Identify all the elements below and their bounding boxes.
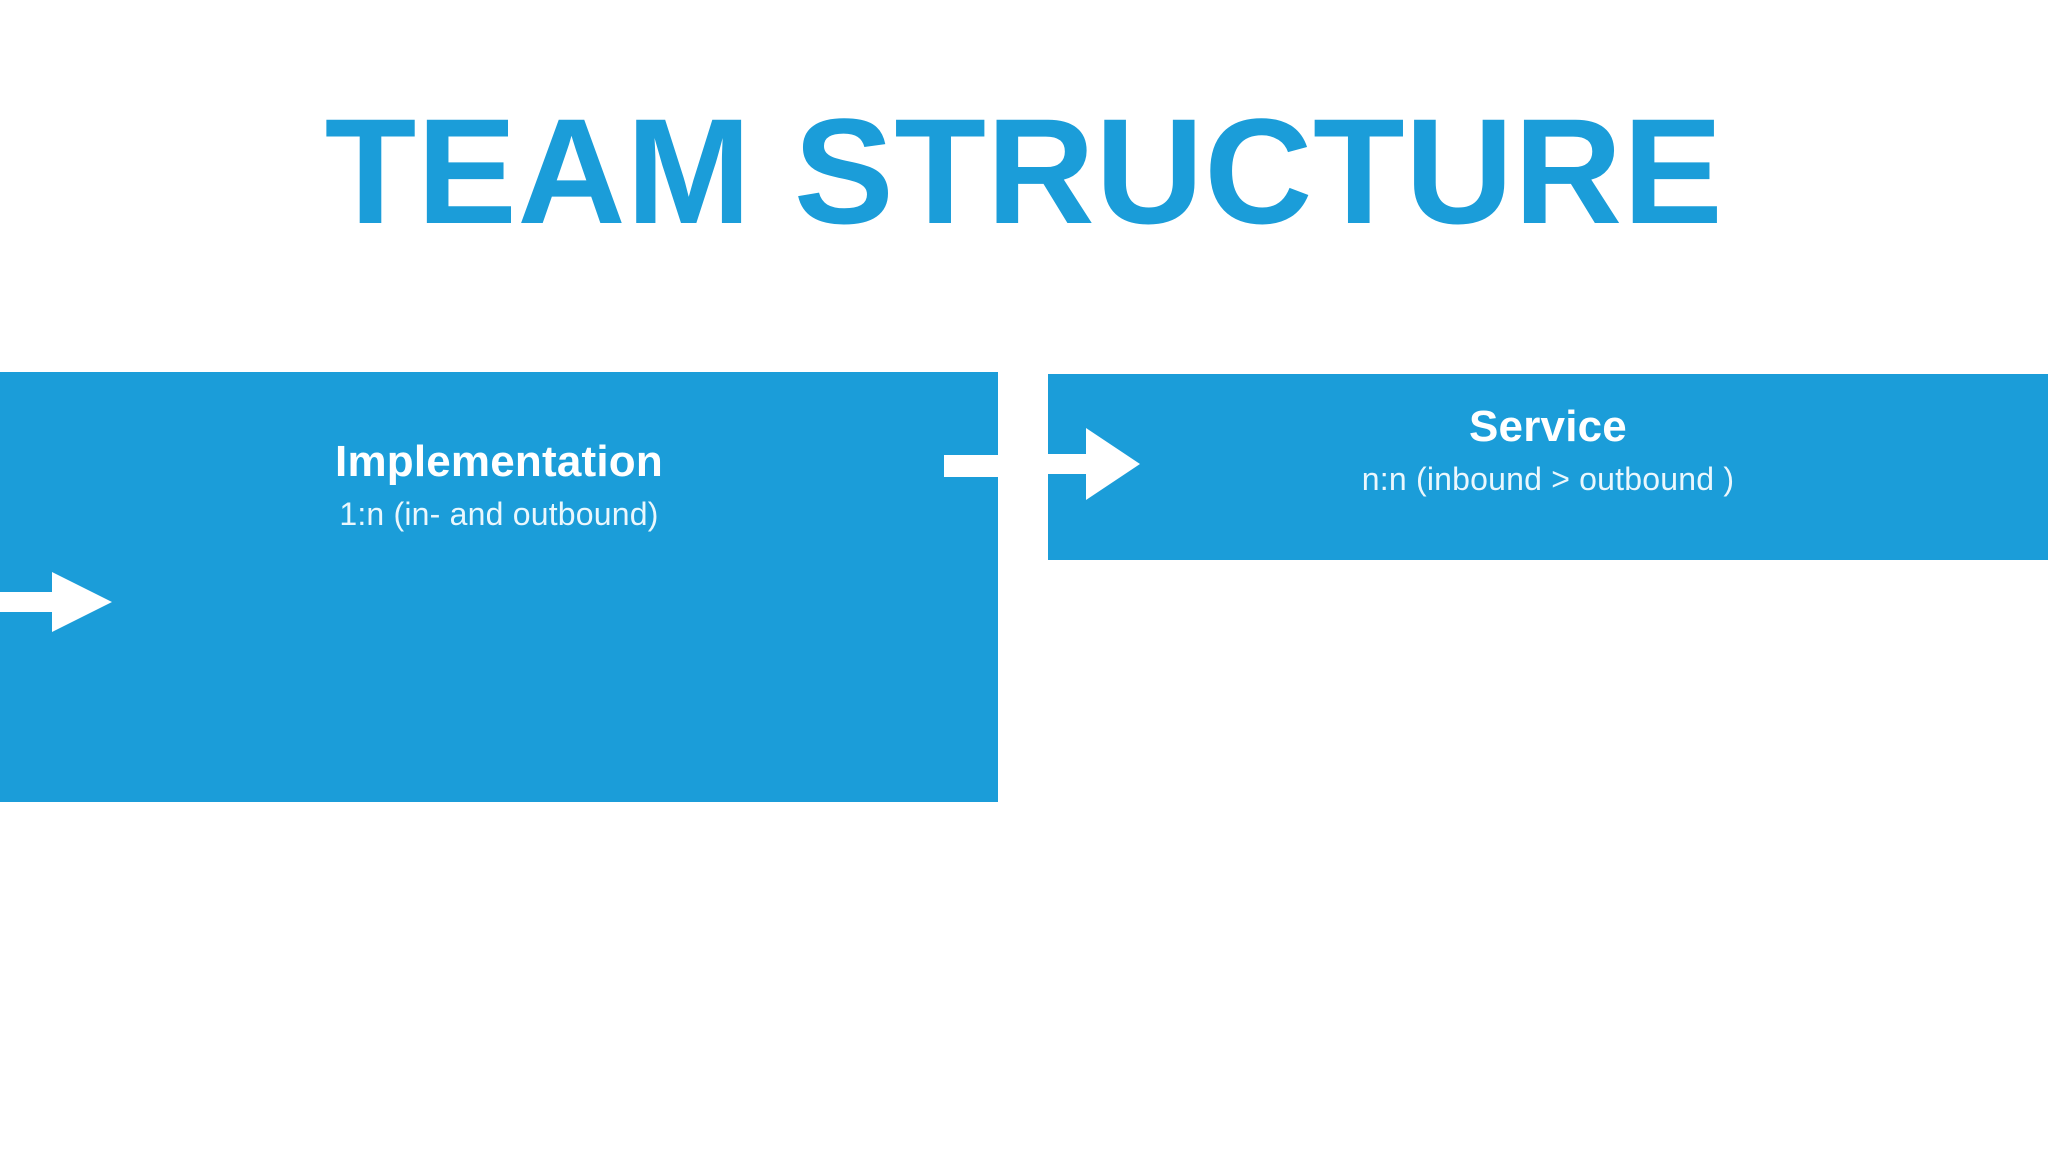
node-service-title: Service bbox=[1469, 402, 1627, 451]
node-service-subtitle: n:n (inbound > outbound ) bbox=[1361, 461, 1735, 498]
node-implementation-text: Implementation 1:n (in- and outbound) bbox=[0, 437, 998, 536]
arrow-right-icon-implementation-service bbox=[1048, 428, 1140, 500]
node-implementation[interactable]: Implementation 1:n (in- and outbound) bbox=[0, 372, 998, 802]
node-implementation-title: Implementation bbox=[335, 437, 663, 486]
implementation-service-connector bbox=[944, 455, 1000, 477]
page-title: TEAM STRUCTURE bbox=[324, 87, 1724, 255]
node-gap-spacer bbox=[998, 372, 1048, 802]
node-implementation-subtitle: 1:n (in- and outbound) bbox=[339, 496, 659, 533]
arrow-right-icon-inbound-implementation bbox=[0, 572, 112, 632]
node-service[interactable]: Service n:n (inbound > outbound ) bbox=[1048, 374, 2048, 560]
node-service-text: Service n:n (inbound > outbound ) bbox=[1048, 402, 2048, 501]
